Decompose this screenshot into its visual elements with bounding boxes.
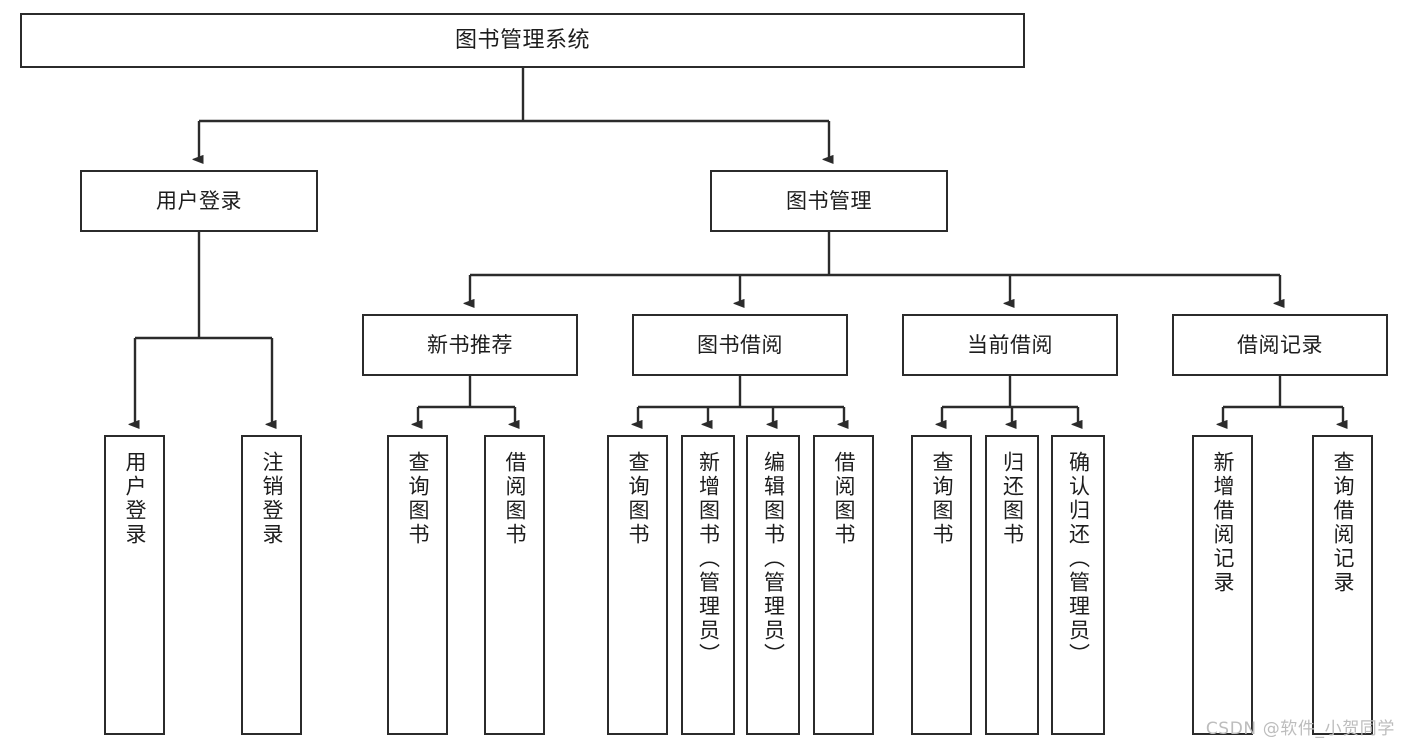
node-current-borrow[interactable]: 当前借阅 bbox=[902, 314, 1118, 376]
node-leaf-cb-return[interactable]: 归还图书 bbox=[985, 435, 1039, 735]
node-leaf-cb-query[interactable]: 查询图书 bbox=[911, 435, 972, 735]
node-leaf-br-query[interactable]: 查询借阅记录 bbox=[1312, 435, 1373, 735]
node-leaf-bb-add[interactable]: 新增图书（管理员） bbox=[681, 435, 735, 735]
node-label: 图书借阅 bbox=[697, 332, 783, 357]
node-label: 借阅图书 bbox=[503, 451, 527, 547]
node-leaf-bb-edit[interactable]: 编辑图书（管理员） bbox=[746, 435, 800, 735]
edge-paths bbox=[135, 68, 1343, 422]
node-leaf-user-logout[interactable]: 注销登录 bbox=[241, 435, 302, 735]
node-label: 图书管理 bbox=[786, 188, 872, 213]
node-label: 查询图书 bbox=[406, 451, 430, 547]
node-label: 查询图书 bbox=[930, 451, 954, 547]
node-label: 新增借阅记录 bbox=[1211, 451, 1235, 595]
node-root[interactable]: 图书管理系统 bbox=[20, 13, 1025, 68]
node-label: 用户登录 bbox=[123, 451, 147, 547]
node-book-borrow[interactable]: 图书借阅 bbox=[632, 314, 848, 376]
node-label: 编辑图书（管理员） bbox=[761, 451, 786, 667]
node-label: 借阅图书 bbox=[832, 451, 856, 547]
node-label: 查询图书 bbox=[626, 451, 650, 547]
node-leaf-cb-confirm[interactable]: 确认归还（管理员） bbox=[1051, 435, 1105, 735]
node-user-login[interactable]: 用户登录 bbox=[80, 170, 318, 232]
node-new-book-rec[interactable]: 新书推荐 bbox=[362, 314, 578, 376]
node-label: 确认归还（管理员） bbox=[1066, 451, 1091, 667]
node-label: 归还图书 bbox=[1000, 451, 1025, 547]
node-label: 当前借阅 bbox=[967, 332, 1053, 357]
node-leaf-bb-query[interactable]: 查询图书 bbox=[607, 435, 668, 735]
node-label: 用户登录 bbox=[156, 188, 242, 213]
node-leaf-nb-query[interactable]: 查询图书 bbox=[387, 435, 448, 735]
node-label: 新增图书（管理员） bbox=[696, 451, 721, 667]
node-leaf-user-login[interactable]: 用户登录 bbox=[104, 435, 165, 735]
node-label: 借阅记录 bbox=[1237, 332, 1323, 357]
node-leaf-br-add[interactable]: 新增借阅记录 bbox=[1192, 435, 1253, 735]
node-label: 注销登录 bbox=[260, 451, 284, 547]
node-leaf-nb-borrow[interactable]: 借阅图书 bbox=[484, 435, 545, 735]
node-label: 查询借阅记录 bbox=[1331, 451, 1355, 595]
node-label: 图书管理系统 bbox=[454, 27, 590, 53]
node-book-manage[interactable]: 图书管理 bbox=[710, 170, 948, 232]
node-leaf-bb-borrow[interactable]: 借阅图书 bbox=[813, 435, 874, 735]
node-borrow-record[interactable]: 借阅记录 bbox=[1172, 314, 1388, 376]
node-label: 新书推荐 bbox=[427, 332, 513, 357]
